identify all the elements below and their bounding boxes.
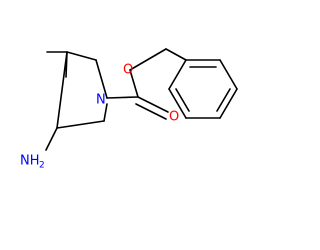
atom-label-amine: NH <box>20 154 40 169</box>
bond-carbonyl-double-1 <box>137 96 169 113</box>
atom-label-amine-subscript: 2 <box>39 161 45 171</box>
bond-ring-c4-to-c5 <box>56 120 105 129</box>
atom-label-carbonyl-oxygen: O <box>169 110 179 125</box>
bond-ring-c5-to-n <box>103 103 108 122</box>
bond-benzene-6 <box>168 59 187 90</box>
atom-label-ester-oxygen: O <box>123 63 133 78</box>
bond-benzene-inner-2 <box>216 88 231 112</box>
bond-ring-n-to-c2 <box>95 59 108 99</box>
bond-methyl-2 <box>65 51 68 78</box>
bond-benzene-5 <box>168 88 187 119</box>
bond-carbonyl-to-nitrogen <box>106 96 139 99</box>
bond-ring-c2-to-c3 <box>66 51 97 61</box>
bond-benzene-3 <box>219 88 238 119</box>
bond-ring-c3-to-c4 <box>56 51 68 129</box>
bond-carbonyl-double-2 <box>135 103 167 120</box>
bond-ch2-to-ester-oxygen <box>129 48 167 71</box>
atom-labels: O O N NH 2 <box>20 63 179 171</box>
bond-phenyl-to-ch2 <box>165 48 187 61</box>
bonds <box>46 48 238 129</box>
bond-ester-oxygen-to-carbonyl <box>129 69 139 98</box>
chemical-structure-diagram: O O N NH 2 <box>20 48 238 171</box>
bond-benzene-inner-3 <box>175 88 190 112</box>
atom-label-ring-nitrogen: N <box>96 93 106 108</box>
bond-benzene-2 <box>219 59 238 90</box>
bond-c4-to-amine <box>45 127 58 151</box>
